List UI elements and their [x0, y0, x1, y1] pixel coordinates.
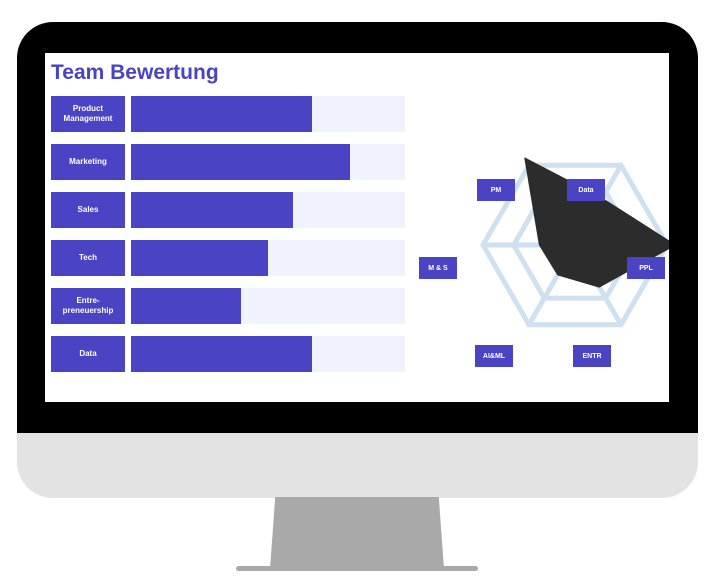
bar-track — [131, 192, 405, 228]
bar — [131, 96, 312, 132]
bar-category-label: Marketing — [51, 144, 125, 180]
monitor-stand-neck — [270, 497, 444, 569]
bar-track — [131, 144, 405, 180]
bar-row: Product Management — [51, 96, 405, 132]
bar-row: Marketing — [51, 144, 405, 180]
radar-axis-label: Data — [567, 179, 605, 201]
bar — [131, 240, 268, 276]
radar-data-area — [524, 157, 669, 288]
bar-category-label: Sales — [51, 192, 125, 228]
bar-category-label: Data — [51, 336, 125, 372]
bar-row: Data — [51, 336, 405, 372]
bar-row: Tech — [51, 240, 405, 276]
radar-axis-label: M & S — [419, 257, 457, 279]
bar-track — [131, 336, 405, 372]
bar — [131, 192, 293, 228]
radar-chart — [480, 157, 669, 328]
radar-axis-label: PPL — [627, 257, 665, 279]
bar — [131, 144, 351, 180]
monitor-stand-base — [236, 566, 478, 571]
bar-row: Sales — [51, 192, 405, 228]
bar-category-label: Tech — [51, 240, 125, 276]
bar — [131, 288, 241, 324]
radar-axis-label: AI&ML — [475, 345, 513, 367]
bar-category-label: Product Management — [51, 96, 125, 132]
bar-category-label: Entre- preneuership — [51, 288, 125, 324]
bar-track — [131, 240, 405, 276]
radar-axis-label: PM — [477, 179, 515, 201]
page-title: Team Bewertung — [51, 61, 219, 84]
radar-axis-label: ENTR — [573, 345, 611, 367]
bar-track — [131, 288, 405, 324]
bar — [131, 336, 312, 372]
bar-track — [131, 96, 405, 132]
bar-row: Entre- preneuership — [51, 288, 405, 324]
